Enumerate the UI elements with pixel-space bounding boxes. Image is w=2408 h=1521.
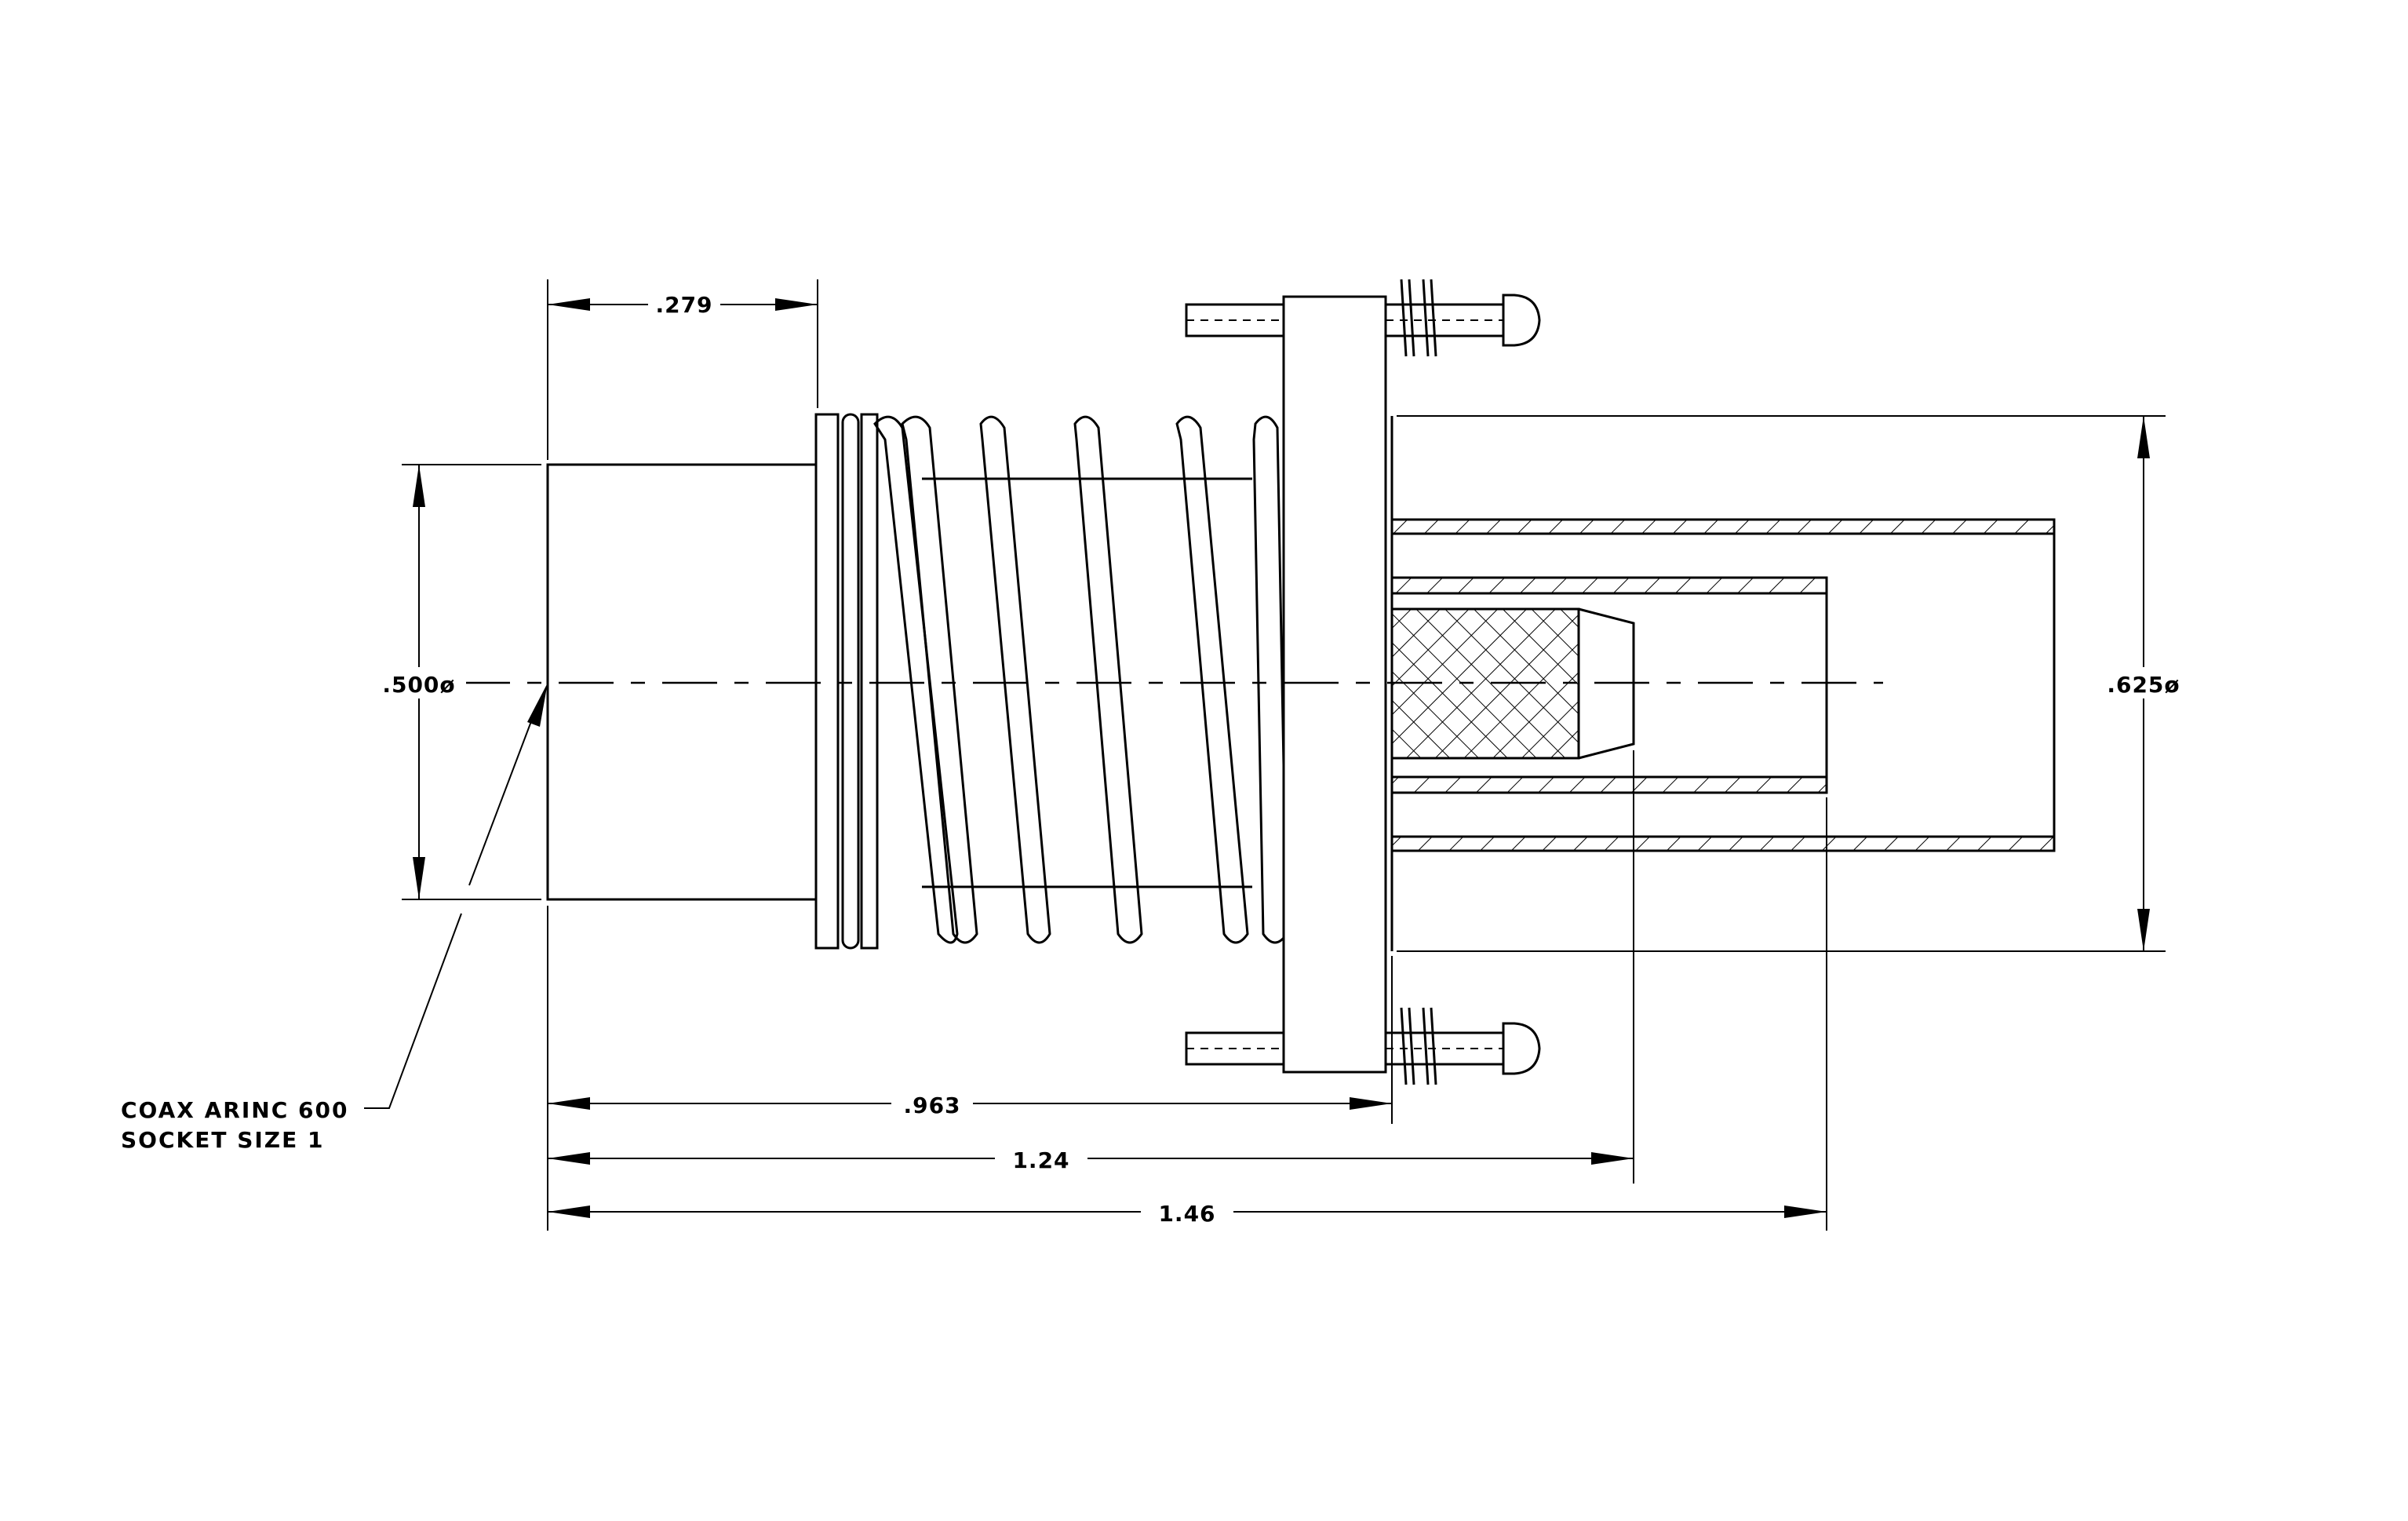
dim-146: 1.46 xyxy=(548,1196,1827,1227)
dim-124-label: 1.24 xyxy=(1012,1147,1069,1173)
flange-rings xyxy=(814,413,879,950)
inner-contact-tube xyxy=(1390,576,1828,794)
dim-625: .625ø xyxy=(2097,416,2191,951)
dim-625-label: .625ø xyxy=(2107,672,2180,698)
note-line-1: COAX ARINC 600 xyxy=(121,1097,348,1123)
mounting-screw-top xyxy=(1185,279,1541,357)
note-line-2: SOCKET SIZE 1 xyxy=(121,1127,324,1153)
dim-279: .279 xyxy=(548,287,818,319)
mounting-screw-bottom xyxy=(1185,1007,1541,1085)
dim-146-label: 1.46 xyxy=(1158,1201,1215,1227)
dim-500: .500ø xyxy=(373,465,466,899)
leader-note: COAX ARINC 600 SOCKET SIZE 1 xyxy=(121,683,548,1153)
spring-body xyxy=(873,415,1288,944)
dim-963: .963 xyxy=(548,1088,1392,1119)
dim-124: 1.24 xyxy=(548,1143,1634,1174)
dim-279-label: .279 xyxy=(655,292,712,318)
dim-963-label: .963 xyxy=(903,1092,960,1118)
outer-sleeve xyxy=(1390,518,2056,852)
dim-500-label: .500ø xyxy=(382,672,455,698)
mounting-flange xyxy=(1282,295,1393,1074)
extension-lines xyxy=(402,279,2166,1231)
